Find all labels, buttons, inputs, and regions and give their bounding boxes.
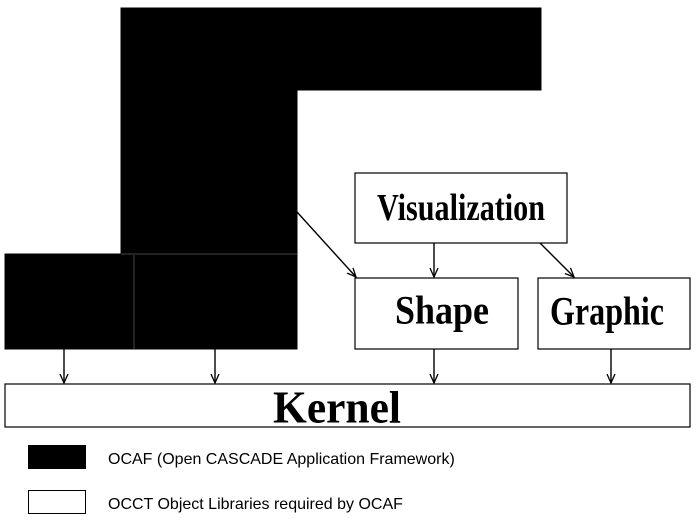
arrow-ocaf-to-shape: [296, 211, 356, 277]
ocaf-block-bottom-right: [133, 253, 298, 350]
legend-label-ocaf: OCAF (Open CASCADE Application Framework…: [108, 451, 455, 468]
shape-label: Shape: [395, 288, 489, 333]
legend-swatch-occt: [28, 490, 86, 514]
ocaf-block-bottom-left: [4, 253, 135, 350]
kernel-box: [4, 383, 691, 428]
kernel-label: Kernel: [273, 382, 401, 433]
arrow-visualization-to-graphic: [539, 242, 574, 277]
ocaf-block-top: [120, 7, 542, 91]
ocaf-block-middle: [120, 89, 298, 255]
visualization-box: [354, 172, 568, 244]
shape-box: [354, 277, 519, 350]
legend-label-occt: OCCT Object Libraries required by OCAF: [108, 496, 403, 513]
graphic-box: [537, 277, 691, 350]
graphic-label: Graphic: [550, 289, 664, 334]
visualization-label: Visualization: [377, 187, 545, 229]
legend-swatch-ocaf: [28, 445, 86, 469]
